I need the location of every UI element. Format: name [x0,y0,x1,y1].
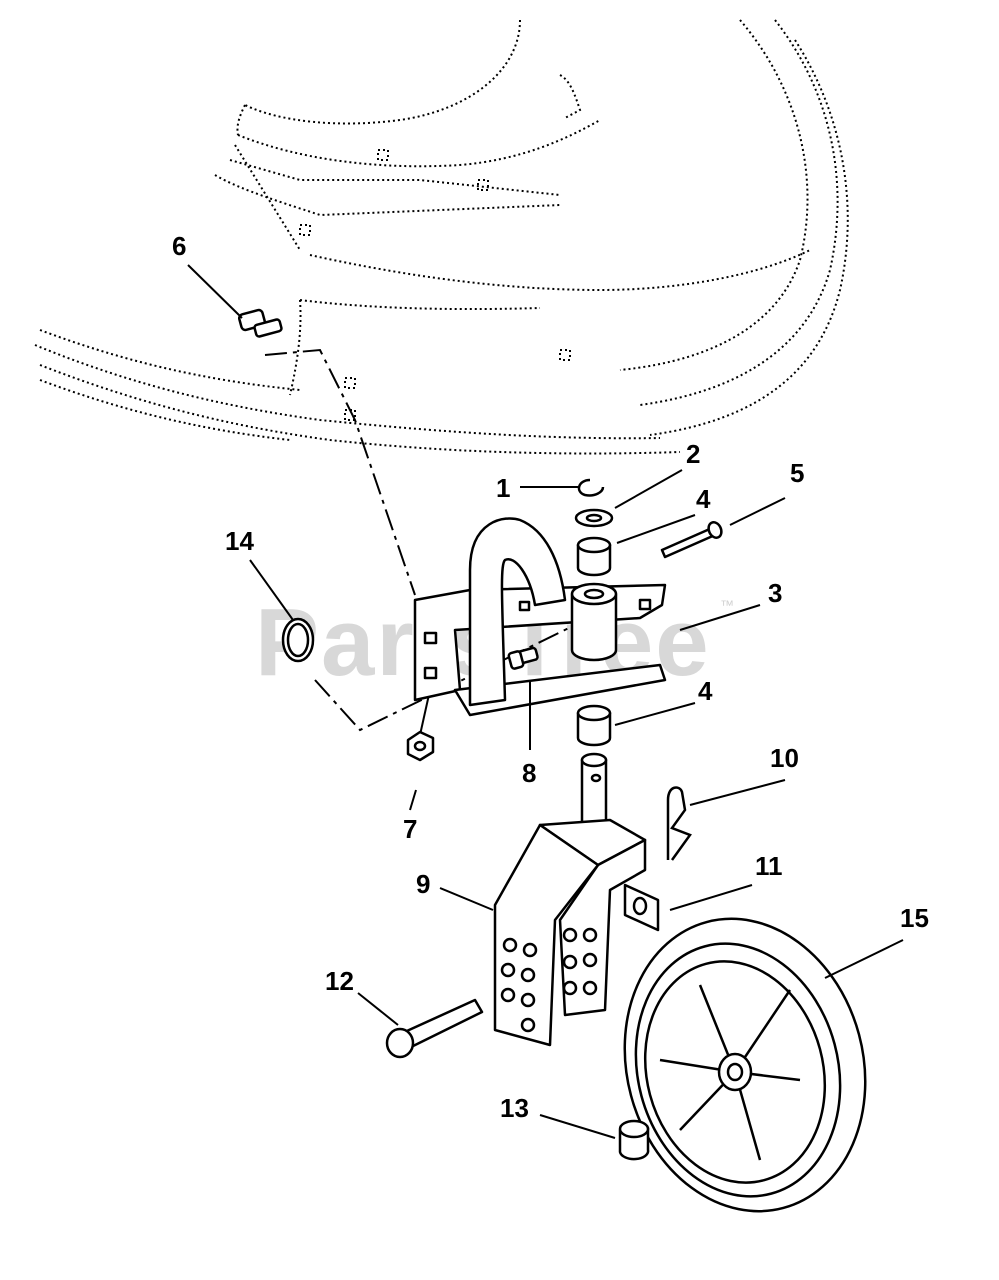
part-12-axle-pin [385,998,484,1059]
label-3: 3 [768,578,782,608]
trademark-symbol: ™ [720,597,734,613]
part-4-lower-bushing [576,704,612,747]
label-9: 9 [416,869,430,899]
part-9-caster-yoke [493,752,647,1047]
label-1: 1 [496,473,510,503]
label-7: 7 [403,814,417,844]
label-5: 5 [790,458,804,488]
label-4-upper: 4 [696,484,711,514]
part-4-upper-bushing [576,536,612,577]
part-10-hairpin-clip [666,786,692,861]
label-10: 10 [770,743,799,773]
part-8-bolt [507,646,539,670]
label-8: 8 [522,758,536,788]
label-4-lower: 4 [698,676,713,706]
part-6-bolt [237,308,283,338]
label-15: 15 [900,903,929,933]
part-13-bushing [618,1119,650,1161]
leader-lines [187,264,904,1139]
callout-labels: 6 1 2 4 5 3 4 14 8 7 10 9 11 15 12 13 [172,231,929,1123]
label-6: 6 [172,231,186,261]
label-12: 12 [325,966,354,996]
part-14-ring [281,617,315,663]
part-5-pin [660,521,723,559]
part-2-washer [574,508,614,528]
part-1-e-clip [577,478,605,497]
label-13: 13 [500,1093,529,1123]
part-11-clip-plate [623,883,660,932]
label-14: 14 [225,526,254,556]
label-2: 2 [686,439,700,469]
part-7-nut [406,730,435,762]
part-3-caster-bracket [413,517,667,717]
label-11: 11 [755,851,783,881]
mower-deck-outline [34,19,849,455]
part-15-wheel [623,917,867,1213]
